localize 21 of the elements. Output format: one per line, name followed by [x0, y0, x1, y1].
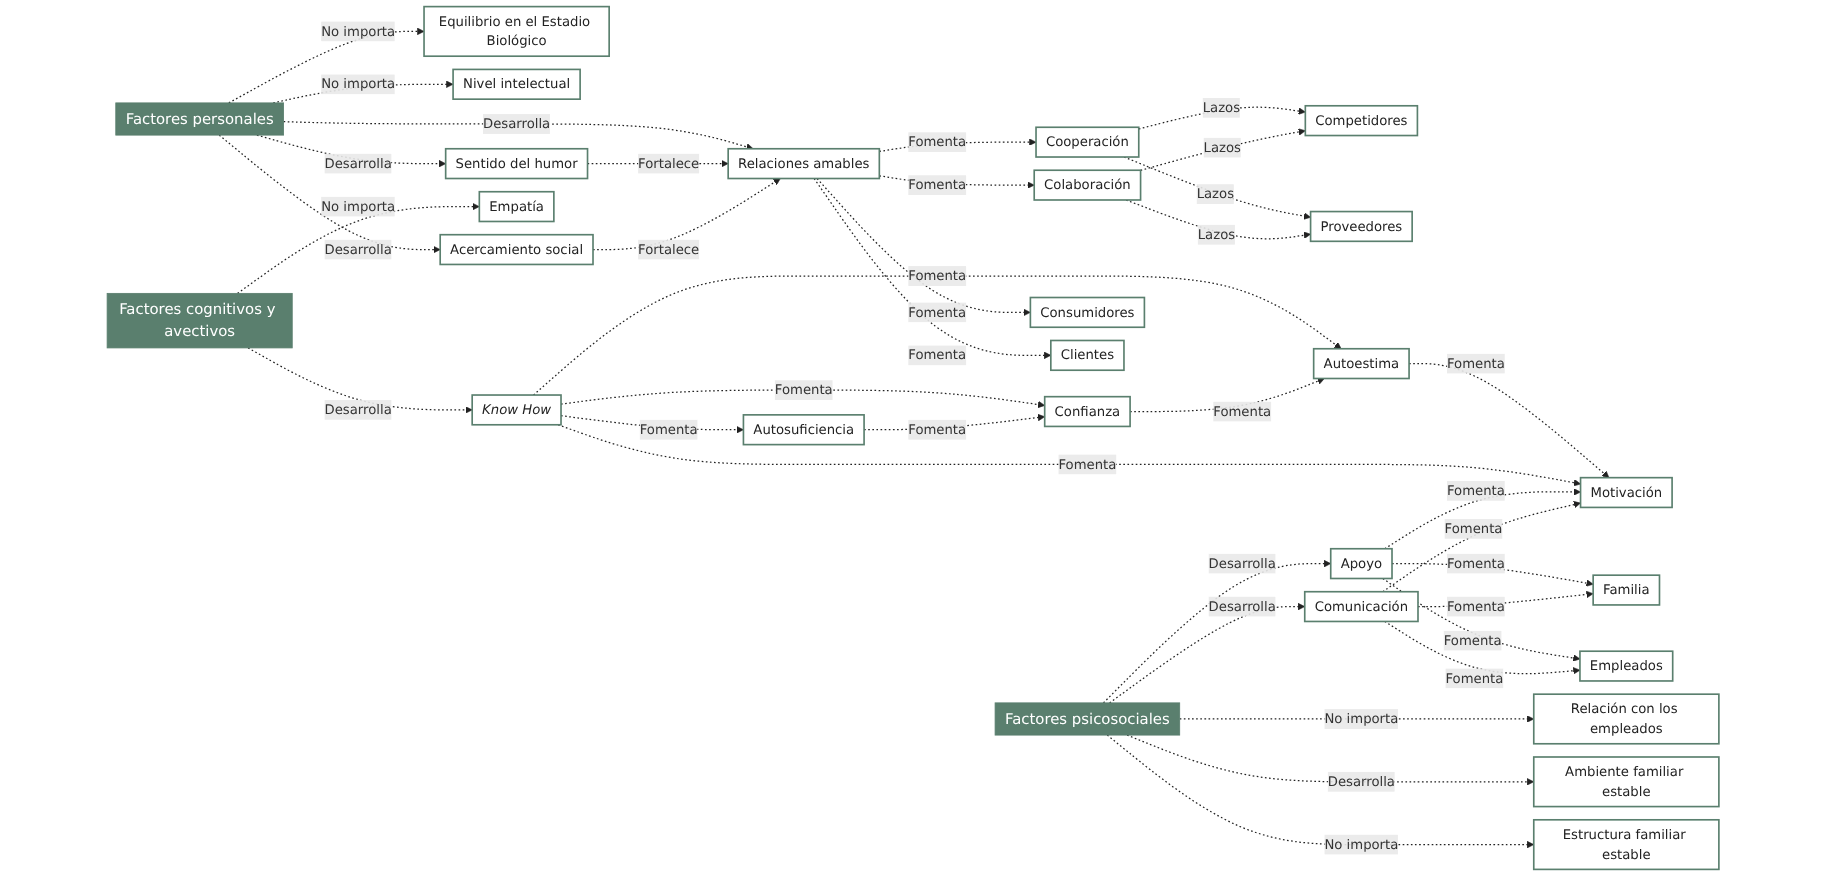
- arrow: [816, 177, 1031, 316]
- arrow: [1123, 156, 1311, 220]
- arrow: [1382, 501, 1581, 593]
- arrow: [282, 121, 754, 151]
- arrow: [560, 389, 1046, 409]
- arrow: [532, 275, 1342, 396]
- arrow: [1125, 199, 1311, 240]
- arrow: [1138, 106, 1306, 130]
- arrow: [1382, 577, 1581, 662]
- arrow: [236, 202, 480, 294]
- arrow: [1384, 620, 1581, 675]
- arrow: [1384, 488, 1581, 550]
- arrow: [557, 424, 1581, 487]
- arrow: [592, 178, 781, 251]
- arrow: [1108, 602, 1306, 704]
- arrow: [247, 347, 473, 414]
- arrow: [218, 134, 441, 254]
- arrow: [1408, 363, 1610, 478]
- arrow: [228, 27, 425, 104]
- arrow: [1102, 560, 1332, 704]
- arrow: [1139, 128, 1306, 171]
